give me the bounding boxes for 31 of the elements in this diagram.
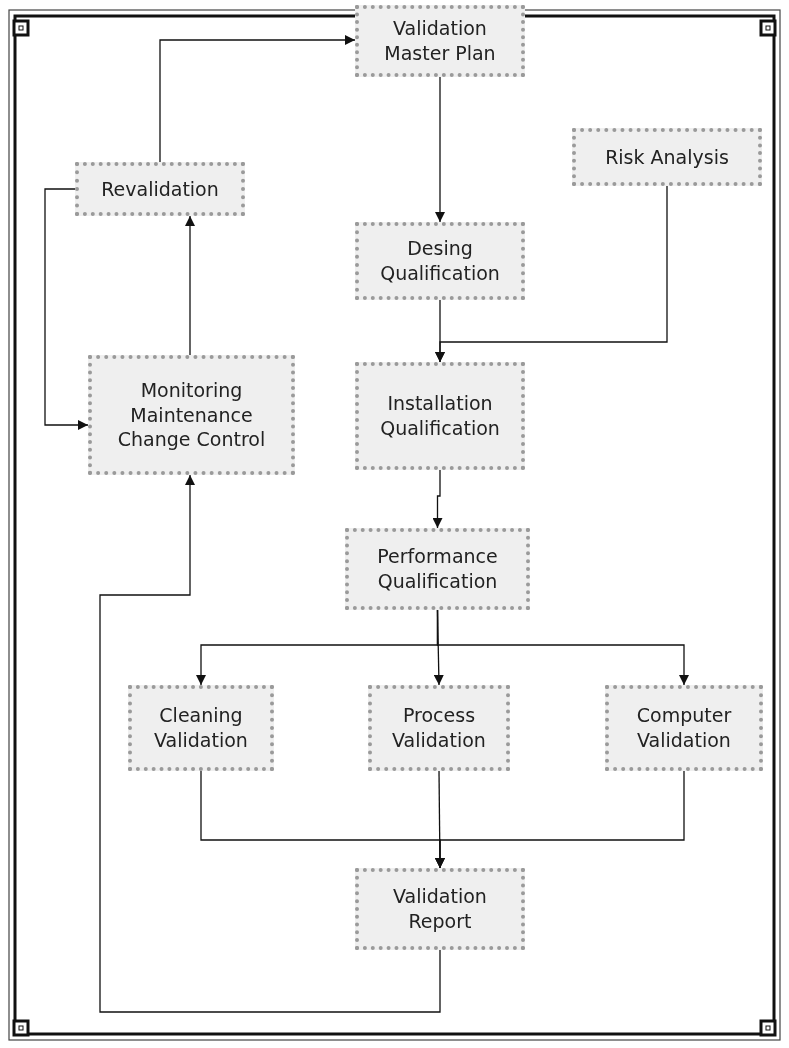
box-label: Desing Qualification xyxy=(379,236,501,286)
process-box xyxy=(355,362,525,470)
arrow xyxy=(436,609,689,686)
process-box xyxy=(572,128,762,186)
box-label: Computer Validation xyxy=(635,703,733,753)
arrow xyxy=(99,474,441,1013)
arrow xyxy=(44,188,89,430)
box-label: Revalidation xyxy=(101,176,219,202)
box-label: Validation Master Plan xyxy=(383,16,497,66)
process-box xyxy=(355,868,525,950)
arrow xyxy=(435,185,668,363)
box-label: Installation Qualification xyxy=(379,391,501,441)
box-label: Process Validation xyxy=(391,703,487,753)
arrow xyxy=(435,76,445,223)
arrow xyxy=(185,215,195,356)
process-box xyxy=(368,685,510,771)
box-label: Monitoring Maintenance Change Control xyxy=(116,377,267,453)
process-box xyxy=(75,162,245,216)
arrow xyxy=(432,469,443,529)
process-box xyxy=(355,222,525,300)
box-label: Validation Report xyxy=(392,884,488,934)
box-label: Cleaning Validation xyxy=(153,703,249,753)
process-box xyxy=(128,685,274,771)
process-box xyxy=(345,528,530,610)
box-label: Performance Qualification xyxy=(376,544,499,594)
process-box xyxy=(355,5,525,77)
box-label: Risk Analysis xyxy=(605,144,729,170)
arrow xyxy=(435,770,685,869)
process-box xyxy=(605,685,763,771)
arrow xyxy=(159,35,356,163)
process-box xyxy=(88,355,295,475)
